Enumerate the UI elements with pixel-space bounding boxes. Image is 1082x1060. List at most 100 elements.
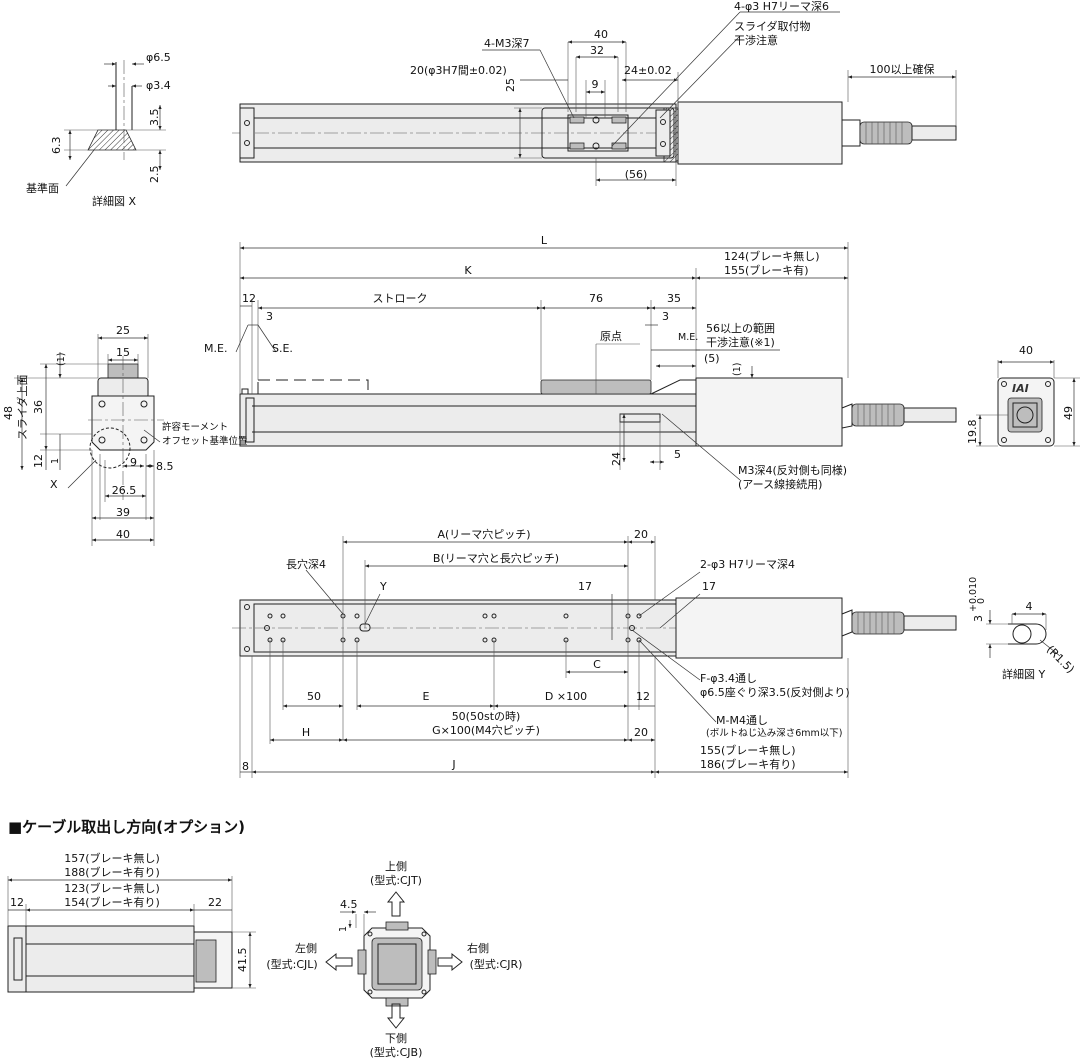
dim-157: 157(ブレーキ無し) (64, 851, 160, 865)
screw-hole-icon (244, 120, 250, 126)
label-reference-surface: 基準面 (26, 181, 59, 195)
label-range-56: 56以上の範囲 (706, 321, 775, 335)
dim-22: 22 (208, 896, 222, 909)
dim-L: L (541, 234, 548, 247)
dim-1-paren: (1) (732, 363, 743, 376)
dim-B: B(リーマ穴と長穴ピッチ) (433, 551, 559, 565)
end-view-right: IAI 40 49 19.8 (966, 344, 1080, 447)
motor-housing-top (677, 101, 843, 165)
dim-3-left: 3 (266, 310, 273, 323)
dim-tol-lower: 0 (976, 598, 987, 604)
dim-40: 40 (1019, 344, 1033, 357)
dim-76: 76 (589, 292, 603, 305)
top-view: 40 32 9 24±0.02 4-M3深7 20(φ3H7間±0.02) 25… (232, 0, 957, 186)
dim-123: 123(ブレーキ無し) (64, 881, 160, 895)
detail-y: 4 3 +0.010 0 (R1.5) 詳細図 Y (968, 577, 1077, 681)
dim-E: E (423, 690, 430, 703)
side-view: L K 124(ブレーキ無し) 155(ブレーキ有) 12 ストローク 76 3… (204, 234, 957, 491)
dim-17-a: 17 (578, 580, 592, 593)
dim-19-8: 19.8 (966, 420, 979, 445)
callout-reamer: 4-φ3 H7リーマ深6 (734, 0, 829, 13)
dim-36: 36 (32, 400, 45, 414)
label-top-code: (型式:CJT) (370, 873, 422, 887)
dim-41-5: 41.5 (236, 948, 249, 973)
cable (903, 407, 957, 423)
dim-40: 40 (594, 28, 608, 41)
dim-12: 12 (10, 896, 24, 909)
dim-3-right: 3 (662, 310, 669, 323)
cable-option-section: ■ケーブル取出し方向(オプション) 157(ブレーキ無し) 188(ブレーキ有り… (7, 818, 523, 1059)
dim-4: 4 (1026, 600, 1033, 613)
motor-housing-side (695, 377, 843, 447)
label-F: F-φ3.4通し (700, 672, 757, 685)
label-moment-1: 許容モーメント (162, 421, 228, 433)
detail-x-section (87, 129, 137, 151)
dim-24: 24 (610, 452, 623, 466)
dim-5-paren: (5) (704, 352, 720, 365)
cable (903, 615, 957, 631)
label-x-marker: X (50, 478, 58, 491)
dim-48: 48 (2, 406, 15, 420)
detail-x-marker (89, 427, 131, 469)
dim-20-top: 20 (634, 528, 648, 541)
dim-100: 100以上確保 (870, 62, 935, 76)
dim-20: 20(φ3H7間±0.02) (410, 64, 507, 77)
dim-25: 25 (116, 324, 130, 337)
dim-56: (56) (625, 168, 648, 181)
detail-x: φ6.5 φ3.4 3.5 6.3 2.5 基準面 詳細図 X (26, 51, 171, 208)
cable-gland-icon (859, 121, 913, 145)
label-Y: Y (379, 580, 387, 593)
dim-186: 186(ブレーキ有り) (700, 757, 796, 771)
arrow-up-icon (386, 891, 406, 917)
label-top: 上側 (385, 860, 407, 873)
label-m3: M3深4(反対側も同様) (738, 463, 847, 477)
label-origin: 原点 (600, 330, 622, 343)
dim-26-5: 26.5 (112, 484, 137, 497)
label-right-code: (型式:CJR) (470, 957, 523, 971)
arrow-down-icon (386, 1003, 406, 1029)
dim-phi3-4: φ3.4 (146, 79, 171, 92)
label-me-left: M.E. (204, 342, 227, 355)
end-view-left: 25 15 (1) 48 スライダ上面 36 12 1 9 8.5 26.5 3… (2, 324, 248, 546)
dim-G: G×100(M4穴ピッチ) (432, 723, 540, 737)
dim-39: 39 (116, 506, 130, 519)
dim-3-5: 3.5 (148, 109, 161, 127)
cable-gland-icon (851, 403, 905, 427)
dim-50: 50 (307, 690, 321, 703)
dim-9: 9 (592, 78, 599, 91)
dim-20-bottom: 20 (634, 726, 648, 739)
label-detail-x: 詳細図 X (92, 194, 136, 208)
dim-188: 188(ブレーキ有り) (64, 865, 160, 879)
dim-25: 25 (504, 78, 517, 92)
dim-17-b: 17 (702, 580, 716, 593)
actuator-body-side (239, 393, 697, 447)
dim-24: 24±0.02 (624, 64, 672, 77)
arrow-right-icon (437, 952, 463, 972)
dim-2-5: 2.5 (148, 166, 161, 184)
dim-50st: 50(50stの時) (452, 710, 521, 723)
dim-tol-upper: +0.010 (968, 577, 979, 612)
bottom-view: A(リーマ穴ピッチ) 20 B(リーマ穴と長穴ピッチ) 17 17 C 50 E… (232, 527, 957, 778)
arrow-left-icon (325, 952, 353, 972)
label-slot: 長穴深4 (286, 557, 326, 571)
callout-slider-2: 干渉注意 (734, 33, 778, 47)
label-slider-top: スライダ上面 (15, 374, 29, 440)
label-bottom-code: (型式:CJB) (370, 1045, 423, 1059)
dim-C: C (593, 658, 601, 671)
dim-phi6-5: φ6.5 (146, 51, 171, 64)
dim-R1-5: (R1.5) (1044, 643, 1077, 676)
label-left-code: (型式:CJL) (266, 957, 317, 971)
cable-gland-icon (851, 611, 905, 635)
end-body (91, 395, 155, 451)
brand-logo: IAI (1012, 382, 1029, 395)
dim-8: 8 (242, 760, 249, 773)
dim-H: H (302, 726, 310, 739)
motor-housing-bottom (675, 597, 843, 659)
label-right: 右側 (467, 941, 489, 955)
cable-port-icon (1016, 406, 1034, 424)
dim-155: 155(ブレーキ無し) (700, 743, 796, 757)
label-detail-y: 詳細図 Y (1002, 667, 1045, 681)
label-M: M-M4通し (716, 714, 768, 727)
dim-1: 1 (338, 926, 349, 932)
